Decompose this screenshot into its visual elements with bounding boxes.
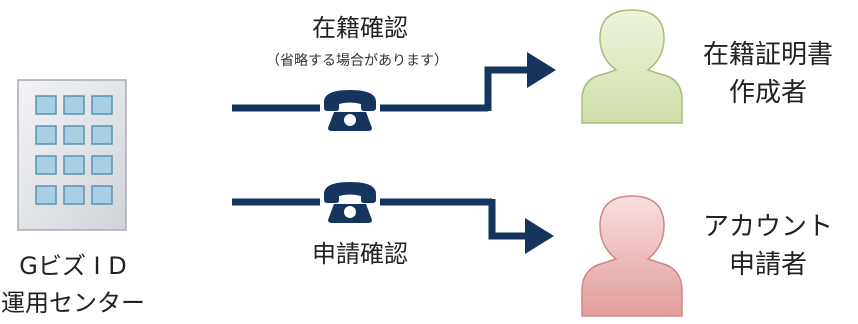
top-recipient-label-line1: 在籍証明書 (702, 40, 833, 70)
top-person-icon (581, 9, 683, 124)
building-window (35, 125, 57, 145)
bottom-telephone-icon (324, 182, 376, 223)
building-window (35, 185, 57, 205)
bottom-recipient-label-line2: 申請者 (728, 250, 807, 280)
building-icon (17, 79, 127, 231)
top-flow-note: （省略する場合があります） (266, 53, 448, 69)
top-flow-label: 在籍確認 (312, 14, 408, 42)
building-window (91, 185, 113, 205)
top-recipient-label-line2: 作成者 (728, 78, 807, 108)
top-telephone-icon (324, 90, 376, 131)
building-label-line1: Gビズ I D (19, 252, 127, 280)
bottom-recipient-label-line1: アカウント (702, 212, 833, 242)
building-window (35, 155, 57, 175)
building-window (91, 95, 113, 115)
bottom-flow-arrow (232, 198, 554, 254)
building-window (63, 155, 85, 175)
building-windows (35, 95, 113, 205)
building-label-line2: 運用センター (1, 289, 145, 317)
building-window (91, 125, 113, 145)
building-window (91, 155, 113, 175)
building-window (35, 95, 57, 115)
building-window (63, 95, 85, 115)
top-flow-arrow (232, 52, 556, 112)
building-window (63, 125, 85, 145)
building-window (63, 185, 85, 205)
bottom-flow-label: 申請確認 (312, 240, 408, 268)
top-arrowhead (527, 52, 556, 88)
bottom-person-icon (581, 195, 683, 317)
bottom-arrowhead (525, 218, 554, 254)
